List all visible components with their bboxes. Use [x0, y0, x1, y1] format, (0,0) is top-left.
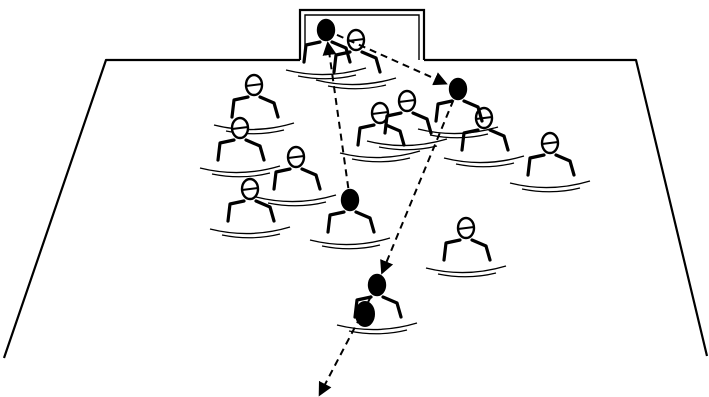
- player-arm: [274, 169, 290, 189]
- water-ripple: [456, 163, 514, 167]
- water-ripple: [438, 273, 496, 277]
- defender-player: [510, 133, 590, 192]
- player-arm: [246, 140, 264, 160]
- player-arm: [556, 155, 574, 175]
- water-ripple: [349, 330, 407, 334]
- player-arm: [472, 240, 490, 260]
- attacker-head: [342, 190, 358, 210]
- water-ripple: [340, 151, 420, 158]
- player-arm: [356, 212, 374, 232]
- player-arm: [528, 155, 544, 175]
- water-ripple: [337, 323, 417, 330]
- water-ripple: [510, 181, 590, 188]
- water-ripple: [298, 75, 356, 79]
- water-ripple: [310, 238, 390, 245]
- player-arm: [328, 212, 344, 232]
- water-ripple: [222, 234, 280, 238]
- defender-player: [214, 75, 294, 134]
- player-arm: [444, 240, 460, 260]
- water-ripple: [352, 158, 410, 162]
- pass-arrow: [382, 100, 453, 272]
- player-arm: [232, 97, 248, 117]
- player-arm: [218, 140, 234, 160]
- water-ripple: [214, 123, 294, 130]
- attacker-head: [318, 20, 334, 40]
- water-ripple: [379, 146, 437, 150]
- defender-player: [200, 118, 280, 177]
- water-ripple: [328, 85, 386, 89]
- defender-player: [256, 147, 336, 206]
- water-ripple: [212, 173, 270, 177]
- pass-arrow: [328, 44, 348, 188]
- water-ripple: [210, 227, 290, 234]
- water-ripple: [444, 156, 524, 163]
- player-arm: [490, 130, 508, 150]
- player-arm: [302, 169, 320, 189]
- defender-player: [210, 179, 290, 238]
- water-ripple: [522, 188, 580, 192]
- water-ripple: [200, 166, 280, 173]
- player-arm: [386, 125, 404, 145]
- player-arm: [383, 297, 401, 317]
- player-arm: [228, 201, 244, 221]
- player-arm: [436, 101, 452, 121]
- defender-player: [426, 218, 506, 277]
- attacker-player: [337, 275, 417, 334]
- attacker-head: [356, 302, 374, 326]
- water-ripple: [322, 245, 380, 249]
- water-ripple: [268, 202, 326, 206]
- water-ripple: [256, 195, 336, 202]
- players-layer: [200, 20, 590, 334]
- pass-arrow: [320, 296, 371, 394]
- attacker-head: [369, 275, 385, 295]
- player-arm: [304, 42, 320, 62]
- attacker-head: [450, 79, 466, 99]
- player-arm: [260, 97, 278, 117]
- water-ripple: [286, 68, 366, 75]
- water-ripple: [426, 266, 506, 273]
